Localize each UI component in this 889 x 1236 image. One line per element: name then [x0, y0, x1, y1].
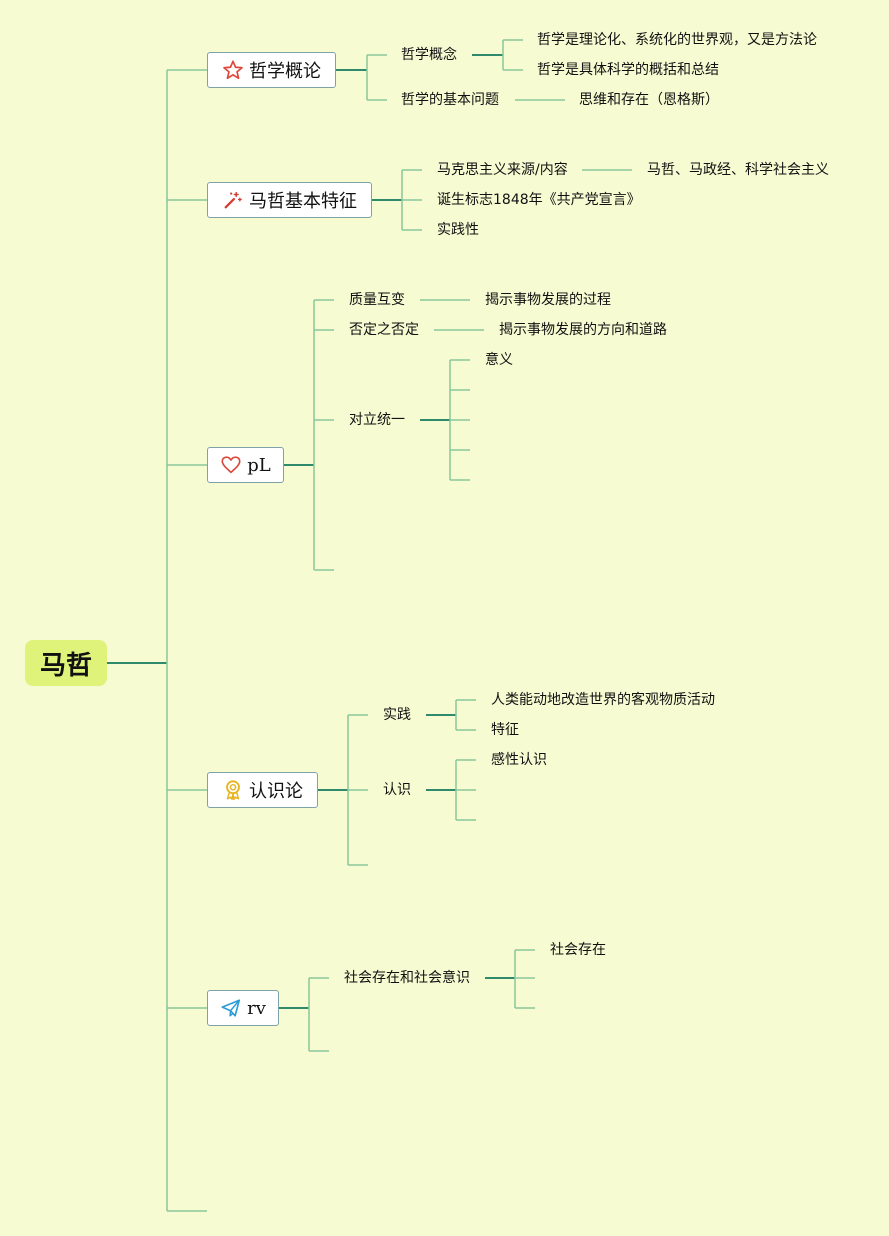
subtopic-node[interactable]: 社会存在和社会意识: [344, 970, 470, 986]
subtopic-node[interactable]: 马克思主义来源/内容: [437, 162, 568, 178]
leaf-node[interactable]: 哲学是具体科学的概括和总结: [537, 62, 719, 78]
topic-philosophy-overview[interactable]: 哲学概论: [207, 52, 336, 88]
heart-icon: [220, 454, 242, 476]
subtopic-node[interactable]: 实践性: [437, 222, 479, 238]
subtopic-node[interactable]: 诞生标志1848年《共产党宣言》: [437, 192, 641, 208]
leaf-node[interactable]: 特征: [491, 722, 519, 738]
topic-label: 认识论: [249, 781, 303, 802]
topic-label: rv: [247, 997, 266, 1019]
topic-pl[interactable]: pL: [207, 447, 284, 483]
leaf-node[interactable]: 感性认识: [491, 752, 547, 768]
topic-epistemology[interactable]: 认识论: [207, 772, 318, 808]
subtopic-node[interactable]: 认识: [383, 782, 411, 798]
topic-rv[interactable]: rv: [207, 990, 279, 1026]
root-label: 马哲: [39, 650, 92, 681]
topic-label: 马哲基本特征: [249, 191, 357, 212]
paper-plane-icon: [220, 997, 242, 1019]
leaf-node[interactable]: 思维和存在（恩格斯）: [579, 92, 719, 108]
root-node[interactable]: 马哲: [25, 640, 107, 686]
leaf-node[interactable]: 人类能动地改造世界的客观物质活动: [491, 692, 715, 708]
leaf-node[interactable]: 社会存在: [550, 942, 606, 958]
star-icon: [222, 59, 244, 81]
topic-label: pL: [247, 454, 271, 476]
leaf-node[interactable]: 哲学是理论化、系统化的世界观，又是方法论: [537, 32, 817, 48]
subtopic-node[interactable]: 实践: [383, 707, 411, 723]
subtopic-node[interactable]: 对立统一: [349, 412, 405, 428]
subtopic-node[interactable]: 哲学的基本问题: [401, 92, 499, 108]
leaf-node[interactable]: 意义: [485, 352, 513, 368]
leaf-node[interactable]: 揭示事物发展的方向和道路: [499, 322, 667, 338]
subtopic-node[interactable]: 质量互变: [349, 292, 405, 308]
topic-marxism-features[interactable]: 马哲基本特征: [207, 182, 372, 218]
leaf-node[interactable]: 揭示事物发展的过程: [485, 292, 611, 308]
topic-label: 哲学概论: [249, 61, 321, 82]
medal-icon: [222, 779, 244, 801]
magic-wand-icon: [222, 189, 244, 211]
leaf-node[interactable]: 马哲、马政经、科学社会主义: [647, 162, 829, 178]
subtopic-node[interactable]: 哲学概念: [401, 47, 457, 63]
subtopic-node[interactable]: 否定之否定: [349, 322, 419, 338]
